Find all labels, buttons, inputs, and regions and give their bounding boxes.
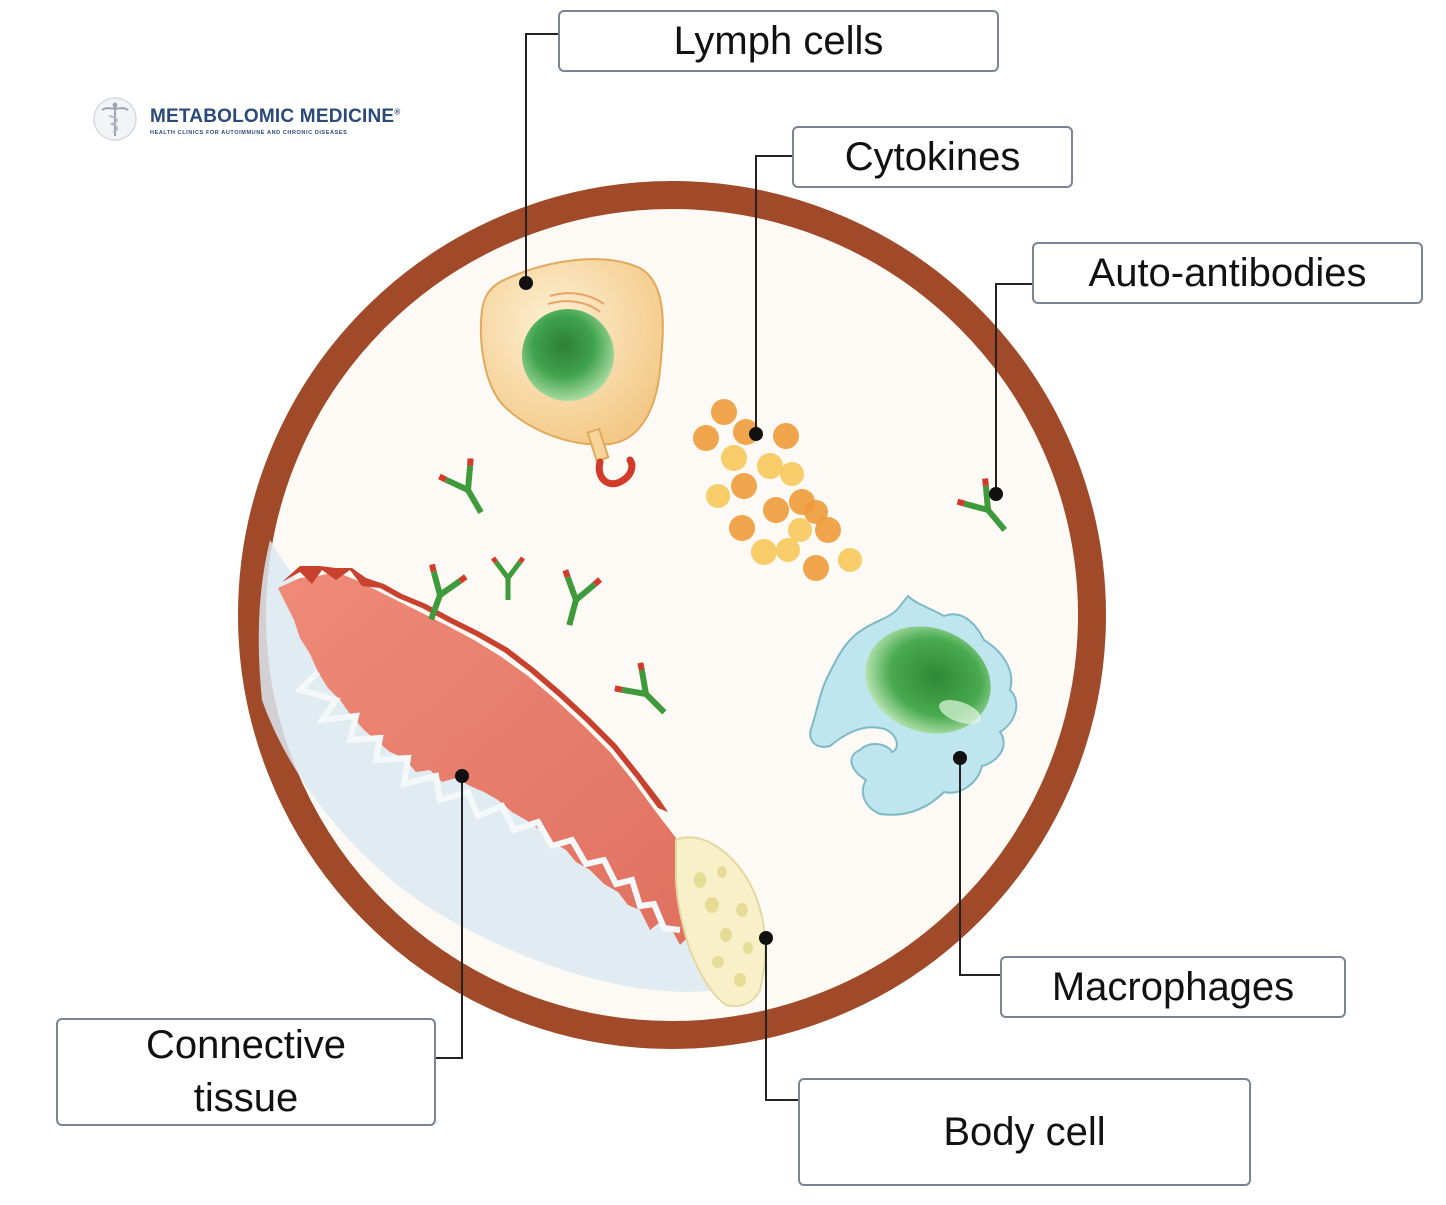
tissue-fringe xyxy=(294,669,681,933)
leader-lymph-cells xyxy=(525,33,558,283)
leader-macrophages xyxy=(959,758,1000,976)
label-connective-tissue: Connective tissue xyxy=(56,1018,436,1126)
caduceus-icon xyxy=(93,97,137,141)
cytokine-cluster xyxy=(693,399,862,581)
leader-lines xyxy=(436,33,1032,1101)
label-cytokines: Cytokines xyxy=(792,126,1073,188)
label-auto-antibodies: Auto-antibodies xyxy=(1032,242,1423,304)
antibody-icon xyxy=(614,662,667,715)
connective-tissue-shape xyxy=(278,572,704,945)
leader-body-cell xyxy=(765,938,798,1101)
label-body-cell: Body cell xyxy=(798,1078,1251,1186)
leader-cytokines xyxy=(755,155,792,434)
brand-name: METABOLOMIC MEDICINE® xyxy=(150,106,401,127)
leader-auto-antibodies xyxy=(995,283,1032,494)
leader-connective-tissue xyxy=(436,776,463,1059)
antibody-icon xyxy=(956,478,1008,532)
lymph-cell xyxy=(479,258,664,488)
label-macrophages: Macrophages xyxy=(1000,956,1346,1018)
body-cell-vacuoles xyxy=(694,866,753,987)
brand-tagline: HEALTH CLINICS FOR AUTOIMMUNE AND CHRONI… xyxy=(150,130,348,136)
leader-dots xyxy=(455,276,1003,945)
antibody-icon xyxy=(428,563,468,621)
brand-logo: METABOLOMIC MEDICINE® HEALTH CLINICS FOR… xyxy=(92,96,422,146)
label-lymph-cells: Lymph cells xyxy=(558,10,999,72)
antibody-icon xyxy=(438,458,484,515)
antibody-icon xyxy=(562,569,603,626)
antibody-icon xyxy=(491,556,525,600)
